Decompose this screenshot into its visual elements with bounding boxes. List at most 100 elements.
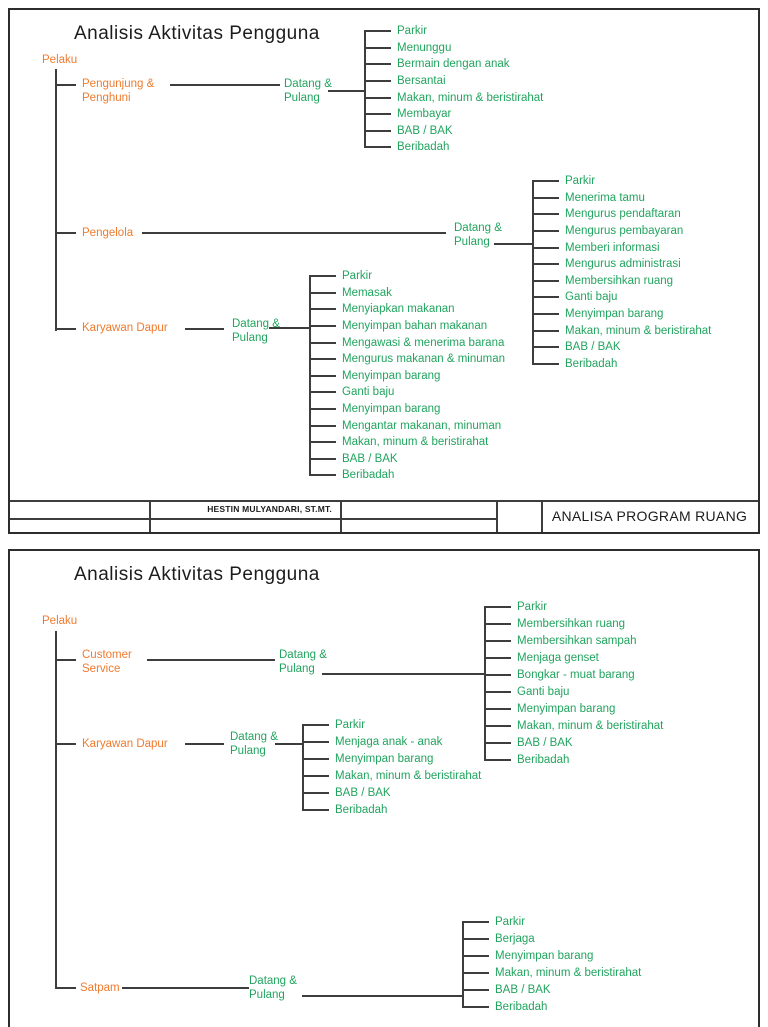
activity-item: Parkir: [462, 913, 641, 930]
connector-line: [269, 327, 309, 329]
activity-item: Membersihkan sampah: [484, 632, 663, 649]
bracket-tick: [364, 46, 391, 49]
actor-label-pengunjung: Pengunjung & Penghuni: [82, 77, 154, 105]
actor-label-karyawan-dapur: Karyawan Dapur: [82, 321, 168, 335]
activity-label: Mengurus makanan & minuman: [342, 353, 505, 366]
actor-line: Karyawan Dapur: [82, 738, 168, 750]
activity-item: Menyiapkan makanan: [309, 301, 505, 318]
activity-label: Mengurus pendaftaran: [565, 208, 681, 221]
activity-item: Membersihkan ruang: [484, 615, 663, 632]
activity-label: Mengurus pembayaran: [565, 225, 684, 238]
connector-line: [322, 673, 484, 675]
bracket-tick: [532, 263, 559, 266]
activity-item: Beribadah: [302, 801, 481, 818]
activity-item: Makan, minum & beristirahat: [302, 767, 481, 784]
bracket-tick: [462, 937, 489, 940]
bracket-tick: [532, 246, 559, 249]
activity-label: Ganti baju: [342, 386, 395, 399]
branch-tick-line: [55, 743, 76, 745]
titleblock-author: HESTIN MULYANDARI, ST.MT.: [207, 504, 332, 514]
activity-item: BAB / BAK: [364, 123, 543, 140]
bracket-tick: [484, 690, 511, 693]
activity-label: Berjaga: [495, 932, 535, 945]
activity-item: Beribadah: [462, 998, 641, 1015]
phase-line: Datang &: [279, 649, 327, 661]
root-label: Pelaku: [42, 615, 78, 627]
phase-line: Pulang: [232, 332, 268, 344]
activity-list-customer-service: Parkir Membersihkan ruang Membersihkan s…: [484, 598, 663, 768]
activity-item: Ganti baju: [484, 683, 663, 700]
bracket-tick: [364, 63, 391, 66]
activity-item: Mengurus makanan & minuman: [309, 351, 505, 368]
activity-item: Ganti baju: [532, 289, 711, 306]
bracket-tick: [462, 988, 489, 991]
bracket-tick: [309, 325, 336, 328]
activity-label: Memberi informasi: [565, 241, 660, 254]
phase-label-datang-pulang: Datang & Pulang: [284, 77, 332, 105]
titleblock-column-line: [496, 500, 498, 532]
activity-label: Menjaga genset: [517, 651, 599, 664]
bracket-tick: [309, 391, 336, 394]
activity-list-karyawan-dapur: Parkir Menjaga anak - anak Menyimpan bar…: [302, 716, 481, 818]
bracket-tick: [484, 707, 511, 710]
activity-item: BAB / BAK: [462, 981, 641, 998]
activity-label: Parkir: [335, 718, 366, 731]
branch-tick-line: [55, 987, 76, 989]
activity-item: Membersihkan ruang: [532, 273, 711, 290]
connector-line: [275, 743, 302, 745]
connector-line: [142, 232, 446, 234]
activity-label: Membersihkan ruang: [565, 274, 674, 287]
phase-line: Datang &: [232, 318, 280, 330]
activity-label: Bermain dengan anak: [397, 58, 510, 71]
bracket-tick: [309, 408, 336, 411]
bracket-tick: [364, 96, 391, 99]
connector-line: [302, 995, 462, 997]
bracket-tick: [484, 724, 511, 727]
activity-label: BAB / BAK: [565, 341, 621, 354]
activity-item: Bongkar - muat barang: [484, 666, 663, 683]
bracket-tick: [532, 313, 559, 316]
activity-label: Menyimpan barang: [335, 752, 434, 765]
activity-item: Makan, minum & beristirahat: [462, 964, 641, 981]
phase-label-datang-pulang: Datang & Pulang: [249, 974, 297, 1002]
bracket-tick: [302, 740, 329, 743]
bracket-tick: [309, 474, 336, 477]
activity-item: Menyimpan barang: [484, 700, 663, 717]
activity-item: Makan, minum & beristirahat: [484, 717, 663, 734]
activity-item: Menyimpan bahan makanan: [309, 318, 505, 335]
activity-item: BAB / BAK: [532, 339, 711, 356]
phase-line: Datang &: [230, 731, 278, 743]
activity-item: Makan, minum & beristirahat: [309, 434, 505, 451]
connector-line: [185, 328, 224, 330]
activity-item: Bermain dengan anak: [364, 56, 543, 73]
phase-line: Datang &: [284, 78, 332, 90]
activity-item: Mengurus pendaftaran: [532, 206, 711, 223]
activity-item: Ganti baju: [309, 384, 505, 401]
activity-label: Beribadah: [335, 803, 388, 816]
bracket-tick: [309, 291, 336, 294]
activity-item: Menyimpan barang: [309, 368, 505, 385]
bracket-tick: [532, 230, 559, 233]
activity-label: Memasak: [342, 286, 392, 299]
bracket-tick: [462, 920, 489, 923]
actor-label-satpam: Satpam: [80, 981, 120, 995]
activity-item: Menyimpan barang: [462, 947, 641, 964]
activity-label: Parkir: [397, 25, 428, 38]
titleblock-column-line: [541, 500, 543, 532]
actor-line: Penghuni: [82, 92, 131, 104]
connector-line: [147, 659, 275, 661]
activity-label: Menunggu: [397, 41, 452, 54]
activity-label: Menerima tamu: [565, 191, 645, 204]
activity-item: Beribadah: [364, 139, 543, 156]
sheet-panel-top: Analisis Aktivitas Pengguna Pelaku Pengu…: [8, 8, 760, 534]
bracket-tick: [309, 308, 336, 311]
phase-label-datang-pulang: Datang & Pulang: [454, 221, 502, 249]
activity-item: Menyimpan barang: [532, 306, 711, 323]
activity-item: Parkir: [364, 23, 543, 40]
titleblock-top-line: [10, 500, 758, 502]
activity-item: Mengurus pembayaran: [532, 223, 711, 240]
titleblock-column-line: [340, 500, 342, 532]
activity-item: Menjaga genset: [484, 649, 663, 666]
branch-tick-line: [55, 232, 76, 234]
activity-label: Makan, minum & beristirahat: [495, 966, 642, 979]
